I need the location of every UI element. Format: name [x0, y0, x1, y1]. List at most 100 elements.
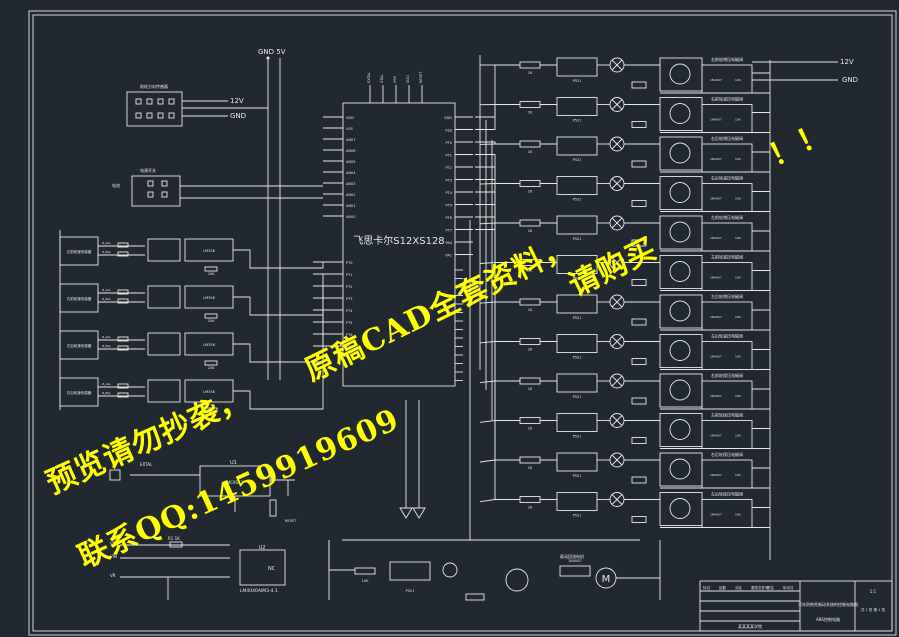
mcu-left-pin-label: PT0	[346, 261, 352, 265]
diode-label: 1N4007	[710, 394, 722, 398]
mcu-right-pin-label: PT7	[446, 229, 452, 233]
battery-label: 电池	[112, 182, 120, 188]
valve-label: 左后轮增压电磁阀	[711, 293, 743, 299]
valve-label: 左前轮减压电磁阀	[711, 254, 743, 260]
motor-opto-label: P521	[406, 589, 415, 593]
lamp-cross	[611, 178, 623, 189]
mcu-left-pin-label: AN00	[346, 215, 355, 219]
valve-label: 右前轮减压电磁阀	[711, 96, 743, 102]
coil-resistor-label: 10K	[735, 276, 742, 280]
diode-label: 1N4007	[710, 236, 722, 240]
optocoupler-label: P521	[573, 395, 582, 399]
mosfet-driver-6	[659, 255, 703, 289]
mcu-left-pin-label: PT4	[346, 309, 353, 313]
mcu-left-pin-label: PT7	[346, 345, 352, 349]
mcu-top-pin-label: VDD	[406, 75, 410, 83]
pullup-resistor-label: 20K	[208, 319, 215, 323]
motor-diode-label: 1N4007	[568, 559, 582, 563]
diode-label: 1N4007	[710, 78, 722, 82]
optocoupler-label: P521	[573, 119, 582, 123]
mcu-left-pin-label: AN03	[346, 182, 355, 186]
vdd-label: VDD	[110, 541, 119, 546]
supply-gnd-label: GND	[842, 76, 858, 84]
sensor-resistor	[117, 298, 129, 304]
wire	[479, 183, 496, 185]
optocoupler-3	[556, 136, 598, 156]
crystal-chip-label: MC9S12	[227, 480, 244, 485]
diode-label: 1N4007	[710, 473, 722, 477]
mosfet-symbol	[669, 182, 691, 203]
motor-m-label: M	[602, 574, 611, 585]
lamp-cross	[611, 217, 623, 229]
coil-resistor-label: 10K	[735, 473, 742, 477]
valve-pull-resistor	[631, 200, 647, 207]
mcu-left-pin-label: PT5	[346, 321, 352, 325]
sensor-resistor	[117, 345, 129, 351]
motor-input-resistor	[354, 567, 376, 575]
wheel-sensor-label: 右前轮速传感器	[67, 296, 92, 301]
power-switch-connector	[131, 175, 181, 207]
valve-input-resistor-10	[519, 417, 541, 424]
sensor-pin-label: Z_BLL	[102, 297, 111, 301]
valve-input-resistor-label: 1K	[528, 348, 533, 352]
mosfet-symbol	[669, 103, 691, 124]
lamp-cross	[611, 494, 623, 505]
optocoupler-label: P521	[573, 237, 582, 241]
valve-input-resistor-11	[519, 456, 541, 464]
optocoupler-7	[556, 294, 598, 314]
wire	[479, 459, 496, 463]
mosfet-driver-1	[659, 57, 703, 92]
lamp-cross	[611, 138, 623, 150]
diode-2	[412, 507, 426, 519]
sensor-resistor	[117, 336, 129, 342]
valve-pull-resistor	[631, 397, 647, 405]
valve-input-resistor-8	[519, 338, 541, 345]
comparator-label: LM358	[203, 296, 215, 300]
valve-label: 左后轮保压电磁阀	[711, 491, 743, 497]
mcu-left-pin-label: AN04	[346, 171, 356, 175]
diode-1	[399, 507, 413, 519]
wire	[475, 64, 520, 118]
reset-label: RESET	[285, 519, 297, 523]
mcu-right-pin-label: PT1	[446, 154, 452, 158]
reset-resistor	[269, 499, 277, 517]
mosfet-driver-3	[659, 136, 703, 171]
valve-input-resistor-5	[519, 219, 541, 227]
valve-input-resistor-label: 1K	[528, 387, 533, 391]
wire	[233, 274, 324, 316]
valve-input-resistor-label: 1K	[528, 466, 533, 470]
valve-pull-resistor	[631, 476, 647, 484]
sensor-pin-label: Z_BLL	[102, 344, 111, 348]
optocoupler-label: P521	[573, 277, 582, 281]
valve-input-resistor-1	[519, 61, 541, 69]
crystal	[109, 469, 121, 481]
u2-label: U2	[259, 545, 266, 551]
reference-resistor	[169, 541, 183, 548]
title-block-sheet: 共 1 张 第 1 张	[861, 607, 886, 612]
optocoupler-1	[556, 57, 598, 77]
wheel-sensor-label: 左后轮速传感器	[67, 343, 92, 348]
mosfet-driver-7	[659, 294, 703, 329]
valve-input-resistor-3	[519, 140, 541, 148]
title-block-drawing-no: ABS控制电路	[816, 616, 840, 622]
optocoupler-8	[556, 334, 598, 353]
sensor-resistor	[117, 242, 129, 248]
valve-input-resistor-label: 1K	[528, 269, 533, 273]
optocoupler-label: P521	[573, 435, 582, 439]
mcu-left-pin-label: AN06	[346, 149, 355, 153]
mosfet-symbol	[669, 221, 691, 243]
mosfet-symbol	[669, 340, 691, 361]
drawing-frame	[32, 14, 893, 632]
motor-optocoupler	[389, 561, 431, 581]
coil-resistor-label: 10K	[735, 513, 742, 517]
mcu-right-pin-label: PT6	[446, 216, 452, 220]
valve-input-resistor-label: 1K	[528, 150, 533, 154]
mosfet-driver-12	[659, 492, 703, 526]
pullup-resistor-label: 20K	[208, 366, 215, 370]
mcu-top-pin-label: VSS	[393, 75, 397, 83]
mcu-left-pin-label: PT2	[346, 285, 352, 289]
diode-label: 1N4007	[710, 315, 722, 319]
connector-pin	[146, 112, 153, 119]
valve-input-resistor-4	[519, 180, 541, 187]
